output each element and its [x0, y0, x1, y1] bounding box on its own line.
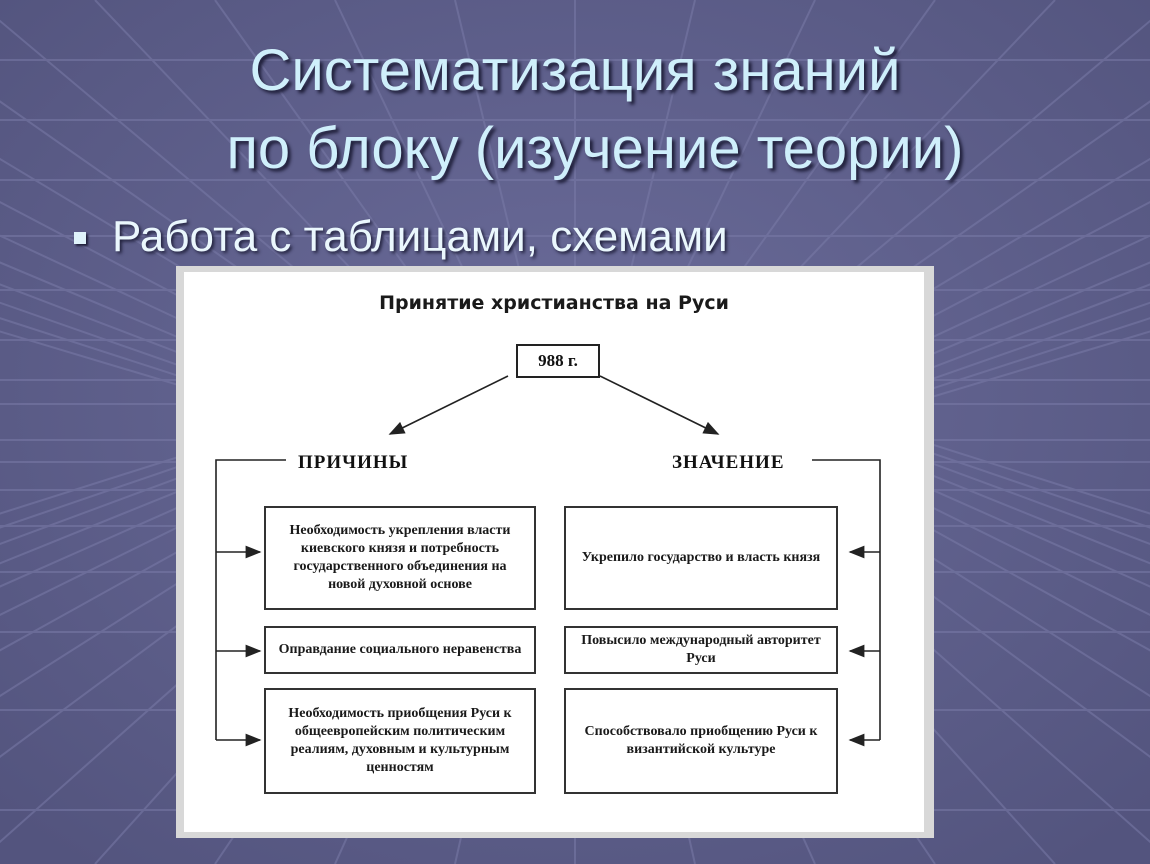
significance-box: Укрепило государство и власть князя	[564, 506, 838, 610]
bullet-item: Работа с таблицами, схемами	[74, 212, 728, 262]
arrow-to-causes	[388, 375, 509, 435]
bullet-text: Работа с таблицами, схемами	[112, 212, 728, 261]
diagram-title: Принятие христианства на Руси	[379, 292, 729, 314]
arrow-to-significance	[599, 375, 720, 435]
significance-heading: ЗНАЧЕНИЕ	[672, 452, 785, 473]
cause-box: Оправдание социального неравенства	[264, 626, 536, 674]
diagram-connectors	[215, 375, 881, 747]
cause-box: Необходимость приобщения Руси к общеевро…	[264, 688, 536, 794]
cause-box: Необходимость укрепления власти киевског…	[264, 506, 536, 610]
significance-box: Способствовало приобщению Руси к византи…	[564, 688, 838, 794]
significance-box: Повысило международный авторитет Руси	[564, 626, 838, 674]
diagram-canvas: Принятие христианства на Руси 988 г. ПРИ…	[184, 272, 924, 832]
title-line-1: Систематизация знаний	[249, 38, 901, 103]
square-bullet-icon	[74, 232, 86, 244]
slide-title: Систематизация знаний по блоку (изучение…	[0, 32, 1150, 188]
causes-bracket	[215, 459, 286, 740]
title-line-2: по блоку (изучение теории)	[226, 116, 964, 181]
causes-heading: ПРИЧИНЫ	[298, 452, 409, 473]
year-box: 988 г.	[516, 344, 600, 378]
significance-bracket	[812, 459, 881, 740]
diagram-card: Принятие христианства на Руси 988 г. ПРИ…	[176, 266, 934, 838]
